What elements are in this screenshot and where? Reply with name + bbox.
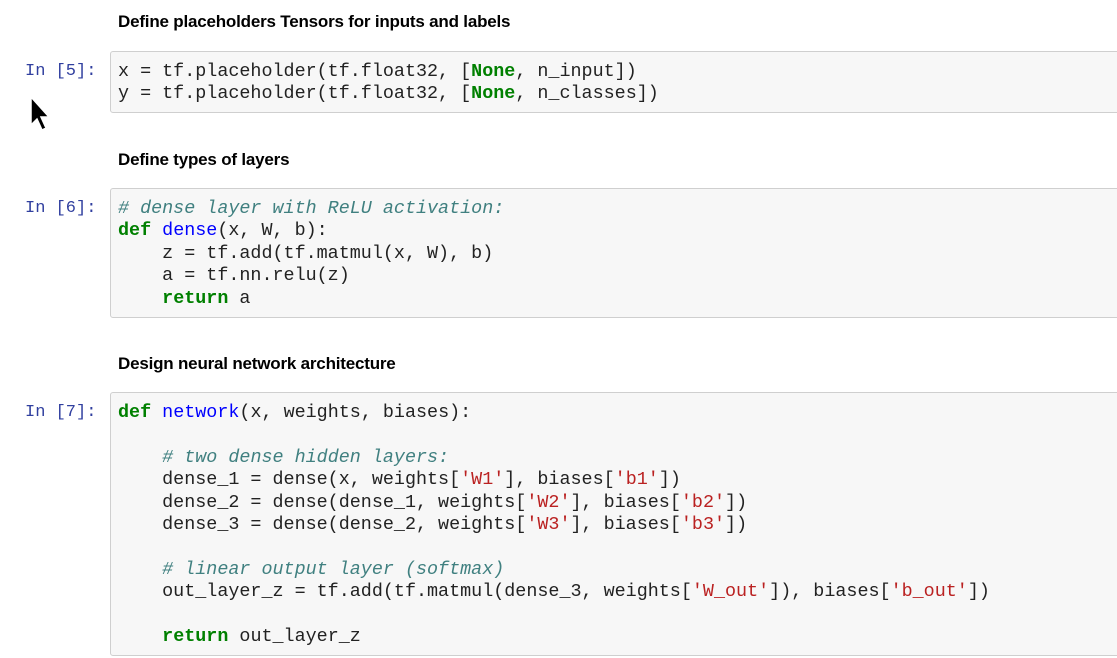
code-text: y = tf.placeholder(tf.float32, [	[118, 83, 472, 105]
code-function-name: network	[162, 402, 240, 423]
code-text: z = tf.add(tf.matmul(x, W), b)	[118, 242, 494, 264]
code-line: out_layer_z = tf.add(tf.matmul(dense_3, …	[118, 581, 1117, 603]
code-line: x = tf.placeholder(tf.float32, [None, n_…	[118, 61, 1117, 83]
code-text: a = tf.nn.relu(z)	[118, 265, 350, 287]
code-text	[151, 402, 162, 423]
code-text: dense_1 = dense(x, weights[	[118, 469, 461, 491]
code-cell[interactable]: def network(x, weights, biases): # two d…	[110, 392, 1117, 656]
input-prompt: In [7]:	[25, 403, 97, 422]
code-text	[118, 626, 162, 647]
code-line: # dense layer with ReLU activation:	[118, 198, 1117, 220]
code-line: a = tf.nn.relu(z)	[118, 265, 1117, 287]
code-text: ])	[725, 513, 748, 535]
code-line: dense_3 = dense(dense_2, weights['W3'], …	[118, 514, 1117, 536]
code-line: # linear output layer (softmax)	[118, 559, 1117, 581]
code-string: 'W3'	[526, 513, 571, 535]
code-string: 'b2'	[680, 491, 726, 513]
code-text: , n_classes])	[515, 83, 659, 105]
code-string: 'b1'	[614, 469, 659, 491]
code-string: 'W1'	[460, 469, 505, 491]
code-keyword: None	[471, 61, 516, 82]
code-string: 'W_out'	[691, 581, 770, 603]
code-editor[interactable]: # dense layer with ReLU activation:def d…	[118, 198, 1117, 310]
code-text: ], biases[	[504, 469, 615, 491]
code-text: out_layer_z = tf.add(tf.matmul(dense_3, …	[118, 581, 692, 603]
code-string: 'b_out'	[890, 581, 968, 603]
code-line: return out_layer_z	[118, 626, 1117, 648]
code-keyword: return	[162, 287, 229, 309]
code-editor[interactable]: x = tf.placeholder(tf.float32, [None, n_…	[118, 61, 1117, 106]
code-keyword: return	[162, 625, 229, 647]
code-text	[118, 447, 162, 468]
code-text: (x, W, b):	[217, 220, 328, 242]
code-line	[118, 424, 1117, 446]
code-text	[118, 559, 162, 580]
code-cell[interactable]: # dense layer with ReLU activation:def d…	[110, 188, 1117, 318]
code-text: ]), biases[	[769, 581, 891, 603]
code-line: def dense(x, W, b):	[118, 220, 1117, 242]
code-keyword: def	[118, 220, 152, 242]
input-prompt: In [6]:	[25, 199, 97, 218]
mouse-cursor-icon	[30, 95, 51, 132]
input-prompt: In [5]:	[25, 62, 97, 81]
markdown-heading: Define placeholders Tensors for inputs a…	[118, 12, 511, 31]
code-line	[118, 536, 1117, 558]
code-comment: # dense layer with ReLU activation:	[118, 198, 505, 219]
code-line: def network(x, weights, biases):	[118, 402, 1117, 424]
markdown-heading: Design neural network architecture	[118, 354, 396, 373]
code-line: y = tf.placeholder(tf.float32, [None, n_…	[118, 83, 1117, 105]
code-cell[interactable]: x = tf.placeholder(tf.float32, [None, n_…	[110, 51, 1117, 113]
code-editor[interactable]: def network(x, weights, biases): # two d…	[118, 402, 1117, 648]
code-text: x = tf.placeholder(tf.float32, [	[118, 61, 472, 82]
code-text	[118, 288, 162, 309]
code-line: dense_1 = dense(x, weights['W1'], biases…	[118, 469, 1117, 491]
code-string: 'b3'	[680, 513, 726, 535]
markdown-heading: Define types of layers	[118, 150, 290, 169]
code-function-name: dense	[162, 220, 218, 242]
code-line: return a	[118, 288, 1117, 310]
code-text	[151, 220, 162, 241]
code-text: out_layer_z	[228, 625, 361, 647]
code-text: a	[228, 287, 251, 309]
code-text: , n_input])	[515, 61, 637, 82]
code-text: ])	[658, 469, 681, 491]
code-comment: # two dense hidden layers:	[162, 446, 450, 468]
code-keyword: None	[471, 83, 516, 105]
code-comment: # linear output layer (softmax)	[162, 558, 505, 580]
code-line: z = tf.add(tf.matmul(x, W), b)	[118, 243, 1117, 265]
code-line: # two dense hidden layers:	[118, 447, 1117, 469]
code-text: (x, weights, biases):	[239, 402, 472, 423]
code-keyword: def	[118, 402, 152, 423]
code-string: 'W2'	[526, 491, 571, 513]
code-text: dense_3 = dense(dense_2, weights[	[118, 513, 527, 535]
code-text: ])	[725, 491, 748, 513]
code-line	[118, 604, 1117, 626]
code-text: ])	[967, 581, 990, 603]
code-text: dense_2 = dense(dense_1, weights[	[118, 491, 527, 513]
code-text: ], biases[	[570, 513, 681, 535]
code-line: dense_2 = dense(dense_1, weights['W2'], …	[118, 492, 1117, 514]
code-text: ], biases[	[570, 491, 681, 513]
